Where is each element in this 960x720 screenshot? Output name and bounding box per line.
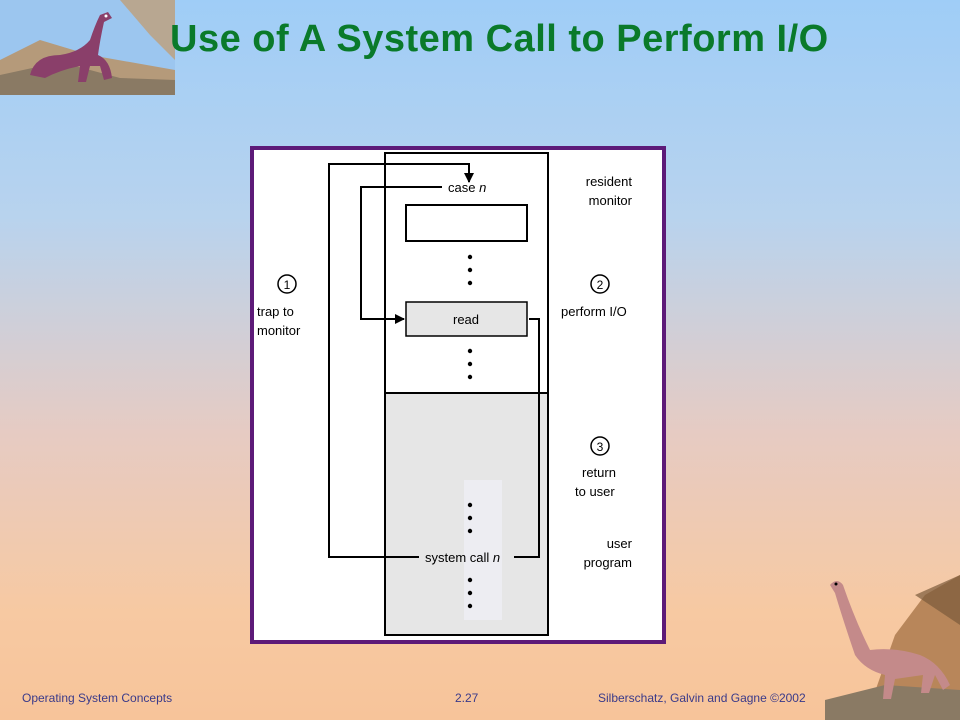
return-to-user-line [514, 318, 540, 558]
monitor-table-entry [405, 204, 528, 242]
program-label: program [584, 555, 632, 570]
step-3-line1: return [582, 465, 616, 480]
system-call-n-label: system call n [425, 550, 500, 565]
step-1-line2: monitor [257, 323, 301, 338]
user-ellipsis-bottom [467, 577, 473, 609]
case-n-label: case n [448, 180, 486, 195]
footer-slide-number: 2.27 [455, 691, 479, 705]
dinosaur-logo-bottom-right [825, 575, 960, 720]
step-1-number: 1 [284, 278, 291, 292]
step-1-circle [277, 274, 297, 294]
dispatch-to-read-arrow [360, 186, 442, 324]
step-2-circle [590, 274, 610, 294]
footer-course: Operating System Concepts [22, 691, 173, 705]
read-label: read [453, 312, 479, 327]
monitor-ellipsis-top [467, 254, 473, 286]
step-1-line1: trap to [257, 304, 294, 319]
user-ellipsis-top [467, 502, 473, 534]
step-2-line1: perform I/O [561, 304, 627, 319]
monitor-ellipsis-bottom [467, 348, 473, 380]
resident-monitor-region [384, 152, 549, 394]
trap-to-monitor-arrow [328, 163, 474, 558]
footer-copyright: Silberschatz, Galvin and Gagne ©2002 [598, 691, 806, 705]
monitor-label: monitor [589, 193, 633, 208]
user-label: user [607, 536, 633, 551]
read-box [405, 301, 528, 337]
step-3-number: 3 [597, 440, 604, 454]
step-2-number: 2 [597, 278, 604, 292]
step-3-circle [590, 436, 610, 456]
step-3-line2: to user [575, 484, 615, 499]
dinosaur-logo-top-left [0, 0, 175, 95]
diagram-frame: case n read system call n resident monit… [250, 146, 666, 644]
slide-title: Use of A System Call to Perform I/O [170, 18, 829, 60]
system-call-diagram: case n read system call n resident monit… [257, 152, 633, 636]
resident-label: resident [586, 174, 633, 189]
